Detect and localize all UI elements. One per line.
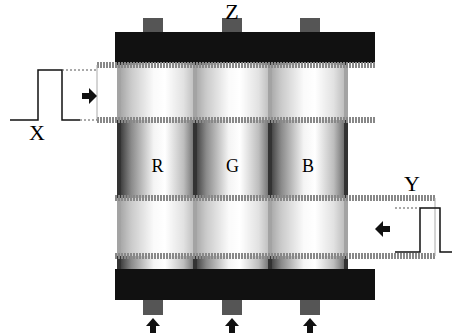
electrode-tab (300, 300, 320, 315)
color-label: G (226, 156, 239, 177)
signal-name: Y (404, 173, 420, 195)
electrode-strip (97, 65, 375, 120)
strip-edge (435, 198, 436, 256)
electrode-tab (143, 18, 163, 33)
pulse-waveform (10, 70, 80, 120)
strip-edge (115, 195, 435, 201)
color-label: B (302, 156, 314, 177)
strip-edge (115, 253, 435, 259)
level-guide (62, 70, 97, 71)
strip-edge (97, 65, 98, 120)
signal-name: X (29, 122, 45, 144)
cylinder-node: R (121, 63, 194, 269)
top-electrode-bar (115, 32, 375, 63)
pulse-waveform (395, 208, 452, 252)
signal-arrow (82, 88, 97, 104)
electrode-tab (143, 300, 163, 315)
signal-arrow (375, 221, 390, 237)
strip-edge (97, 117, 375, 123)
electrode-tab (222, 300, 242, 315)
signal-name: Z (225, 1, 238, 23)
level-guide (80, 120, 97, 121)
strip-edge (97, 62, 375, 68)
input-arrow (146, 318, 160, 333)
input-arrow (303, 318, 317, 333)
electrode-tab (300, 18, 320, 33)
bottom-electrode-bar (115, 269, 375, 300)
color-label: R (151, 156, 163, 177)
input-arrow (225, 318, 239, 333)
cylinder-node: B (272, 63, 344, 269)
electrode-strip (115, 198, 435, 256)
level-guide (395, 208, 420, 209)
cylinder-node: G (197, 63, 268, 269)
